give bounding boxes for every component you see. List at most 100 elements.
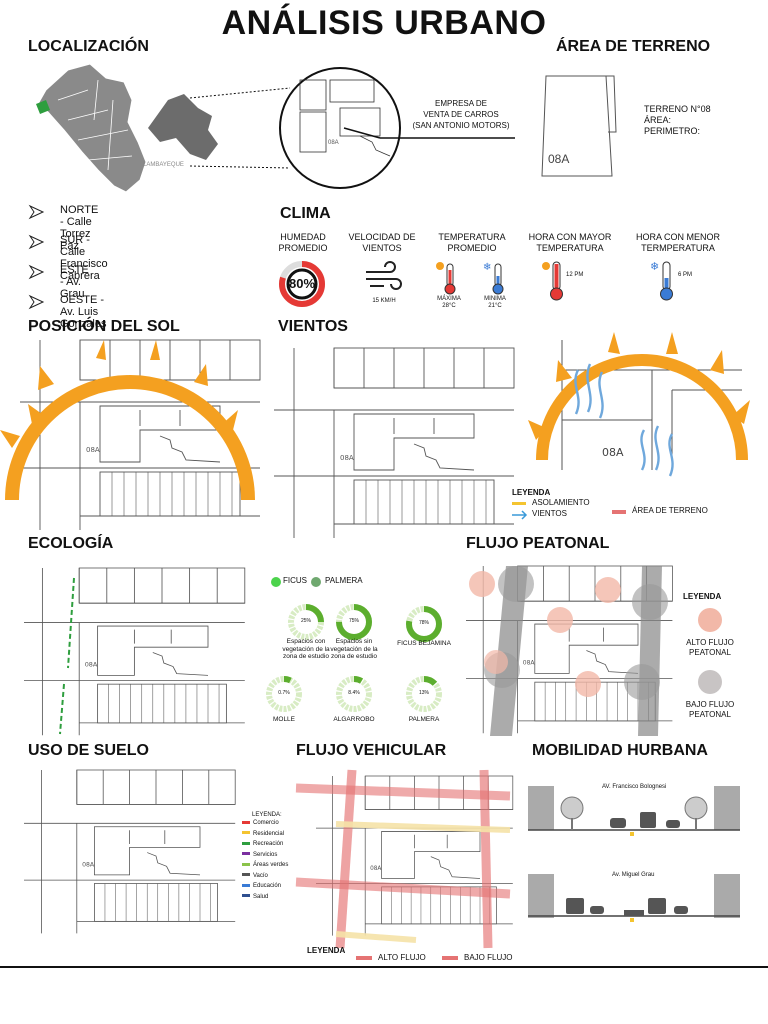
ficus-dot (271, 577, 281, 587)
donut-value-1: 75% (348, 618, 359, 624)
section-localizacion: LOCALIZACIÓN (28, 38, 149, 55)
donut-fill-3 (266, 676, 302, 712)
peru-map (36, 63, 147, 193)
bajo-flujo-swatch (698, 670, 722, 694)
av1-label: AV. Francisco Bolognesi (602, 784, 667, 790)
uso-legend-label: Recreación (253, 841, 284, 847)
menor-value: 6 PM (678, 272, 693, 278)
uso-legend-label: Servicios (253, 851, 278, 858)
area-swatch (612, 510, 626, 514)
peatonal-legend-title: LEYENDA (683, 592, 722, 601)
vientos-legend-title: LEYENDA (512, 488, 551, 497)
snow-thermometer-icon: ❄ (483, 262, 504, 295)
alto-flujo-veh-swatch (356, 956, 372, 960)
uso-legend-swatch (242, 894, 250, 898)
page-title: ANÁLISIS URBANO (221, 4, 547, 42)
donut-2 (406, 606, 442, 642)
uso-legend-swatch (242, 873, 250, 877)
viento-value: 15 KM/H (372, 298, 396, 304)
uso-legend-label: Áreas verdes (253, 862, 289, 868)
vientos-label: VIENTOS (532, 509, 567, 518)
sun-winds-detail: 08A (528, 332, 750, 477)
sun-thermometer-icon (436, 262, 456, 295)
section-movilidad: MOBILIDAD HURBANA (532, 742, 708, 759)
peatonal-plan (465, 565, 673, 736)
sun-arc (0, 340, 255, 501)
uso-legend-item: Educación (242, 883, 281, 889)
asoleamiento-swatch (512, 502, 526, 505)
donut-5 (406, 676, 442, 712)
uso-legend-item: Áreas verdes (242, 862, 288, 868)
uso-legend-label: Salud (253, 893, 269, 900)
zoom-lines (189, 67, 515, 189)
donut-fill-4 (336, 676, 372, 712)
uso-legend-swatch (242, 852, 250, 856)
section-posicion-sol: POSICIÓN DEL SOL (28, 318, 180, 335)
uso-legend-item: Vacío (242, 873, 268, 879)
uso-legend-swatch (242, 820, 250, 824)
uso-legend-swatch (242, 841, 250, 845)
donut-fill-5 (406, 676, 442, 712)
palmera-dot (311, 577, 321, 587)
map-region-label: LAMBAYEQUE (143, 162, 184, 168)
uso-legend-title: LEYENDA: (252, 812, 282, 818)
uso-legend-swatch (242, 883, 250, 887)
arrow-icon (28, 264, 45, 280)
uso-legend-label: Comercio (253, 820, 279, 826)
av2-label: Av. Miguel Grau (612, 872, 655, 878)
donut-fill-2 (406, 606, 442, 642)
vehicular-plan (295, 769, 514, 949)
mayor-value: 12 PM (566, 272, 584, 278)
uso-legend-label: Residencial (253, 830, 285, 837)
ecologia-plan (23, 567, 246, 736)
street-sections (528, 786, 740, 922)
vehicular-legend-title: LEYENDA (307, 946, 346, 955)
donut-fill-1 (336, 604, 372, 640)
wind-icon (366, 261, 402, 290)
section-area-terreno: ÁREA DE TERRENO (556, 38, 711, 55)
donut-1 (336, 604, 372, 640)
donut-value-3: 0.7% (278, 690, 290, 696)
arrow-icon (28, 234, 45, 250)
section-vientos: VIENTOS (278, 318, 348, 335)
donut-value-0: 25% (300, 618, 311, 624)
uso-legend-item: Recreación (242, 841, 283, 847)
uso-legend-item: Servicios (242, 852, 277, 858)
svg-text:❄: ❄ (483, 262, 491, 273)
donut-value-4: 8.4% (348, 690, 360, 696)
alto-flujo-swatch (698, 608, 722, 632)
donut-4 (336, 676, 372, 712)
humedad-value: 80% (288, 276, 316, 291)
uso-legend-item: Salud (242, 894, 268, 900)
uso-legend-swatch (242, 831, 250, 835)
section-flujo-peatonal: FLUJO PEATONAL (466, 535, 610, 552)
donut-fill-0 (288, 604, 324, 640)
donut-3 (266, 676, 302, 712)
donut-value-5: 13% (418, 690, 429, 696)
area-label: ÁREA DE TERRENO (632, 506, 708, 515)
hot-thermometer-icon (542, 261, 563, 301)
section-flujo-vehicular: FLUJO VEHICULAR (296, 742, 447, 759)
svg-text:❄: ❄ (650, 260, 659, 273)
donut-label-4: ALGARROBO (333, 716, 375, 723)
alto-flujo-veh-label: ALTO FLUJO (378, 953, 426, 962)
donut-0 (288, 604, 324, 640)
uso-legend-label: Educación (253, 883, 282, 889)
lot-label: 08A (328, 140, 339, 146)
section-clima: CLIMA (280, 205, 331, 222)
ficus-label: FICUS (283, 576, 307, 585)
section-uso-suelo: USO DE SUELO (28, 742, 149, 759)
bajo-flujo-veh-label: BAJO FLUJO (464, 953, 513, 962)
humedad-gauge (279, 261, 325, 307)
bottom-divider (0, 966, 768, 968)
cold-thermometer-icon: ❄ (650, 260, 673, 301)
